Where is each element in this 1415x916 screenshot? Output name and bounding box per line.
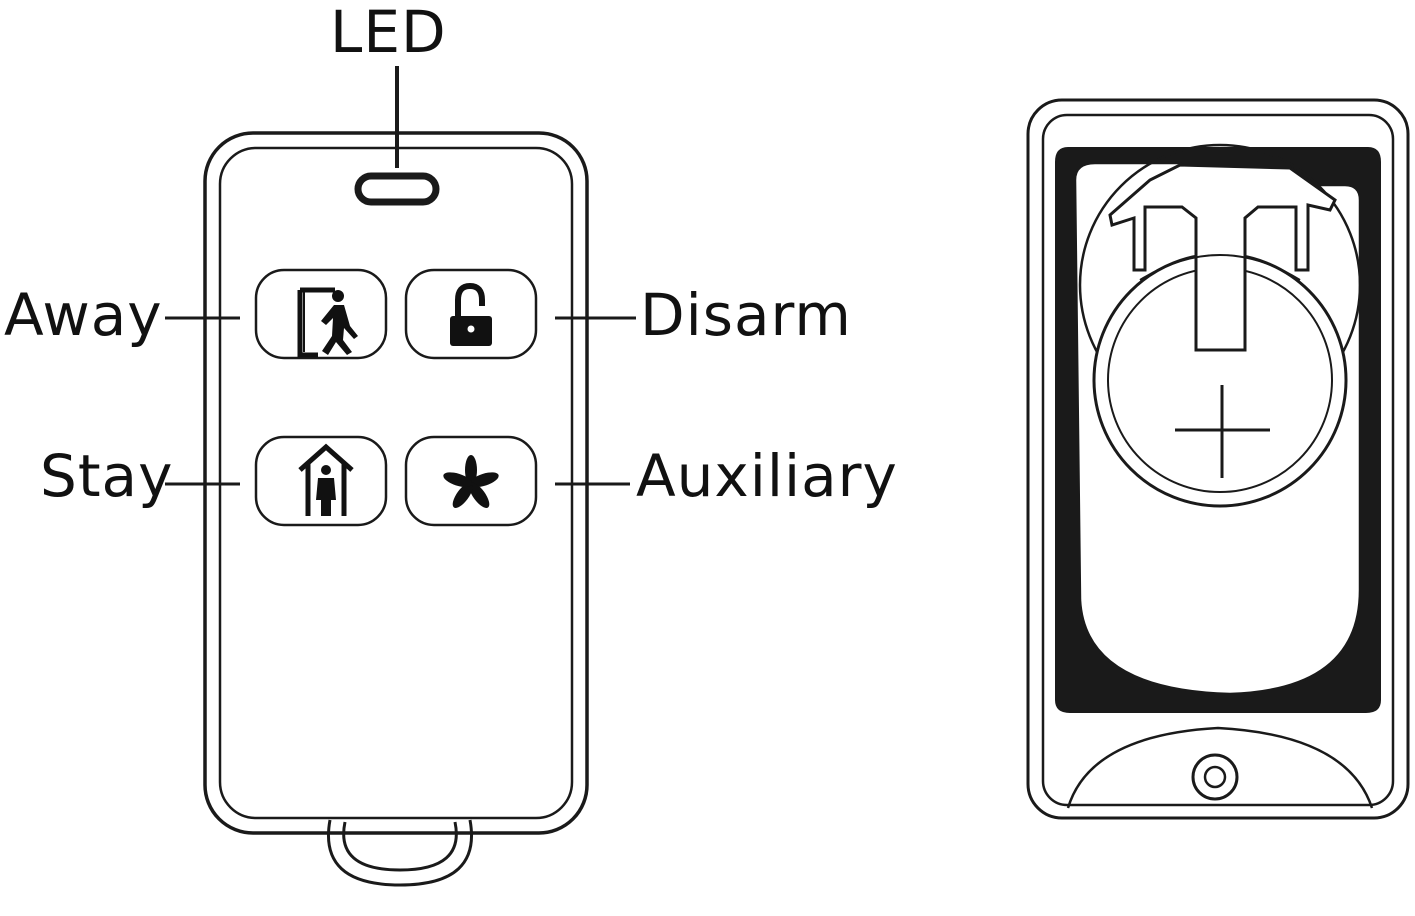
callout-lines — [165, 316, 636, 486]
battery-retaining-clip — [1108, 163, 1337, 352]
screw-hole — [1191, 753, 1239, 801]
disarm-label: Disarm — [640, 281, 852, 349]
auxiliary-button[interactable] — [404, 435, 538, 527]
walking-person-exit-icon — [297, 287, 358, 358]
battery-polarity-plus-icon — [1175, 385, 1270, 478]
key-ring-loop — [327, 819, 473, 887]
keyfob-back-view — [1026, 98, 1410, 820]
unlocked-padlock-icon — [450, 282, 492, 346]
away-button[interactable] — [254, 268, 388, 360]
stay-button[interactable] — [254, 435, 388, 527]
away-label: Away — [4, 281, 163, 349]
auxiliary-label: Auxiliary — [636, 442, 898, 510]
stay-label: Stay — [40, 442, 173, 510]
back-bottom-arc — [1066, 726, 1374, 809]
asterisk-icon — [443, 455, 499, 508]
led-label: LED — [330, 0, 447, 66]
screw-hole-inner — [1203, 765, 1227, 789]
led-indicator — [354, 172, 440, 206]
disarm-button[interactable] — [404, 268, 538, 360]
person-in-house-icon — [298, 443, 354, 516]
